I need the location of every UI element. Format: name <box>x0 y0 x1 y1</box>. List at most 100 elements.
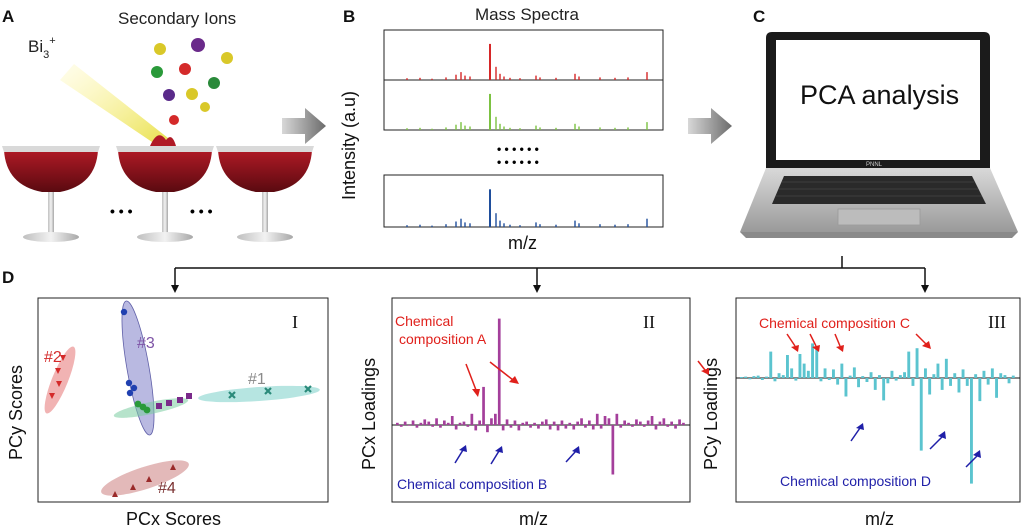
pcy-loading-bar <box>756 375 760 378</box>
pcy-loading-bar <box>915 348 919 378</box>
pcx-plot-frame <box>391 297 691 503</box>
pcx-loading-bar <box>399 425 403 427</box>
pcy-loading-bar <box>961 369 965 378</box>
pcx-loading-bar <box>595 413 599 425</box>
pcy-loading-bar <box>873 378 877 390</box>
pcx-loading-bar <box>439 425 442 428</box>
composition-d-label: Chemical composition D <box>780 473 931 489</box>
pcy-loading-bar <box>978 378 982 402</box>
pcx-loading-bar <box>560 420 564 425</box>
pcy-loading-bar <box>894 378 898 381</box>
screen-text: PCA analysis <box>800 80 959 110</box>
pcy-bars <box>740 343 1015 484</box>
pcy-loading-bar <box>802 363 806 378</box>
pcy-loading-bar <box>852 367 856 378</box>
pcx-loading-bar <box>411 420 415 425</box>
panel-c-letter: C <box>753 7 765 26</box>
cluster-green-points <box>134 400 151 414</box>
panel-a-letter: A <box>2 7 14 26</box>
pcy-loading-bar <box>928 378 932 395</box>
pcx-loading-bar <box>639 421 642 425</box>
panel-c: C PCA analysis PNNL <box>740 7 1018 238</box>
pcx-loading-bar <box>431 425 434 427</box>
composition-b-arrows <box>454 445 580 465</box>
pcx-loading-bar <box>635 419 638 425</box>
pcy-loading-bar <box>940 378 944 390</box>
pcx-loading-bar <box>443 420 446 425</box>
pcx-loading-bar <box>517 425 521 431</box>
spectra-dots-2: • • • • • • <box>497 155 539 169</box>
pcy-loading-bar <box>970 378 973 484</box>
panel-b-letter: B <box>343 7 355 26</box>
pcy-loading-bar <box>748 378 752 380</box>
pcy-loading-bar <box>773 378 777 382</box>
pcx-loading-bar <box>627 422 630 425</box>
laptop-brand: PNNL <box>866 162 883 168</box>
mz-axis-label-pcy: m/z <box>865 509 894 529</box>
pcy-loading-bar <box>944 358 948 378</box>
pcx-loading-bar <box>509 425 513 428</box>
pcy-loadings-label: PCy Loadings <box>701 358 721 470</box>
pcx-loading-bar <box>497 318 501 425</box>
pcy-loading-bar <box>790 368 794 378</box>
pcx-loading-bar <box>423 419 427 425</box>
pcy-loading-bar <box>886 378 890 384</box>
pcx-loading-bar <box>396 422 399 425</box>
intensity-axis-label: Intensity (a.u) <box>339 91 359 200</box>
scores-plot-frame <box>37 297 329 503</box>
composition-a-label-line2: composition A <box>399 331 487 347</box>
pcy-loading-bar <box>898 375 902 378</box>
pcx-loading-bar <box>501 425 505 431</box>
pcy-loading-bar <box>982 370 986 378</box>
pcx-loading-bar <box>658 421 662 425</box>
pcy-loading-bar <box>844 378 848 397</box>
pcy-loading-bar <box>765 376 768 378</box>
pcy-loading-bar <box>907 351 911 378</box>
pcy-loading-bar <box>786 355 789 378</box>
pcx-loading-bar <box>552 421 556 425</box>
spectrum-box-2 <box>383 79 664 131</box>
connector-lines <box>171 256 929 293</box>
pcy-loading-bar <box>848 375 852 378</box>
laptop: PCA analysis PNNL <box>740 32 1018 238</box>
secondary-ions <box>151 38 233 125</box>
pcx-loading-bar <box>403 421 407 425</box>
pcx-loading-bar <box>462 421 466 425</box>
scores-plot: I PCy Scores PCx Scores #2 #3 #1 <box>6 297 329 529</box>
pcx-loading-bar <box>662 418 666 425</box>
wine-glass-center <box>116 135 214 242</box>
arrow-b-to-c <box>688 108 732 144</box>
spectrum-box-3 <box>383 174 664 228</box>
cluster-3-points <box>120 308 138 397</box>
cluster-1-ellipse <box>198 385 320 403</box>
pcx-loading-bar <box>486 425 489 433</box>
pcx-loading-bar <box>494 413 497 425</box>
cluster-1-points <box>228 385 312 399</box>
pcx-bars <box>396 318 685 475</box>
pcy-loading-bar <box>769 351 773 378</box>
pcx-loading-bar <box>525 421 528 425</box>
pcx-loading-bar <box>611 425 615 475</box>
pcx-loading-bar <box>482 386 485 425</box>
secondary-ions-title: Secondary Ions <box>118 9 236 28</box>
scores-panel-numeral: I <box>292 312 298 332</box>
mz-axis-label-pcx: m/z <box>519 509 548 529</box>
pcx-loading-bar <box>419 422 423 425</box>
pcx-loading-bar <box>572 425 576 430</box>
pcy-loading-bar <box>760 378 764 380</box>
arrow-a-to-b <box>282 108 326 144</box>
pcx-loading-bar <box>505 419 509 425</box>
pcy-loading-bar <box>1011 375 1015 378</box>
pcx-loading-bar <box>556 425 560 431</box>
pcy-loading-bar <box>861 376 865 378</box>
pcx-loading-bar <box>670 421 673 425</box>
pcx-loading-bar <box>568 422 572 425</box>
pcy-loading-bar <box>740 377 743 378</box>
panel-b: B Mass Spectra Intensity (a.u) m/z • • •… <box>339 5 664 253</box>
composition-d-arrows <box>850 423 981 468</box>
pcx-panel-numeral: II <box>643 312 655 332</box>
pcx-loading-bar <box>576 421 579 425</box>
pcy-loading-bar <box>924 368 927 378</box>
wine-glass-right <box>216 146 314 242</box>
pcy-loading-bar <box>1007 378 1011 384</box>
